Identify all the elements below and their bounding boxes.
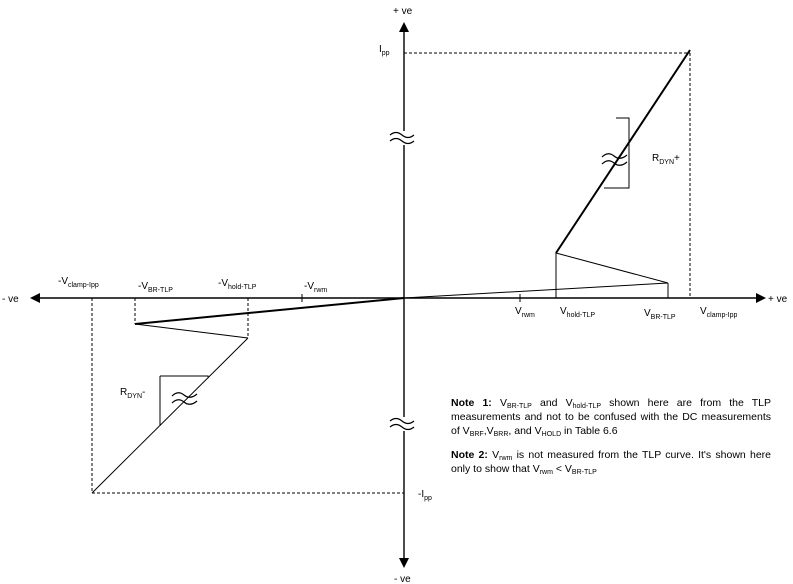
curve-neg-rdyn-line xyxy=(91,337,249,494)
vrwm-neg-label: -Vrwm xyxy=(304,281,327,294)
notes-panel: Note 1: VBR-TLP and Vhold-TLP shown here… xyxy=(451,396,771,486)
x-axis-positive-label: + ve xyxy=(768,294,788,305)
rdyn-pos-label: RDYN+ xyxy=(652,153,680,166)
vclamp-neg-label: -Vclamp-Ipp xyxy=(58,276,99,289)
vhold-neg-label: -Vhold-TLP xyxy=(218,278,257,291)
y-axis-break-upper xyxy=(389,131,415,145)
vbr-pos-label: VBR-TLP xyxy=(644,308,676,321)
curve-neg-break xyxy=(171,392,198,405)
vrwm-pos-label: Vrwm xyxy=(515,306,535,319)
ipp-neg-label: -Ipp xyxy=(418,489,432,502)
y-axis-positive-label: + ve xyxy=(393,6,413,17)
curve-neg-leakage xyxy=(134,297,405,325)
rdyn-neg-triangle xyxy=(160,375,209,377)
rdyn-pos-triangle xyxy=(604,117,630,189)
vclamp-pos-label: Vclamp-Ipp xyxy=(700,306,738,319)
vbr-neg-label: -VBR-TLP xyxy=(138,281,173,294)
vhold-pos-label: Vhold-TLP xyxy=(560,306,595,319)
curve-pos-break xyxy=(601,153,628,166)
y-axis-negative-label: - ve xyxy=(394,574,411,584)
x-axis-negative-label: - ve xyxy=(2,294,19,305)
curve-neg-snapback xyxy=(134,323,249,339)
curve-pos-snapback xyxy=(555,252,669,284)
curve-pos-leakage xyxy=(403,282,669,299)
note-2: Note 2: Vrwm is not measured from the TL… xyxy=(451,449,771,476)
y-axis-break-lower xyxy=(389,417,415,431)
rdyn-neg-label: RDYN- xyxy=(120,387,145,400)
curve-pos-rdyn-line xyxy=(555,49,691,254)
note-1: Note 1: VBR-TLP and Vhold-TLP shown here… xyxy=(451,397,772,438)
ipp-pos-label: Ipp xyxy=(379,44,390,57)
